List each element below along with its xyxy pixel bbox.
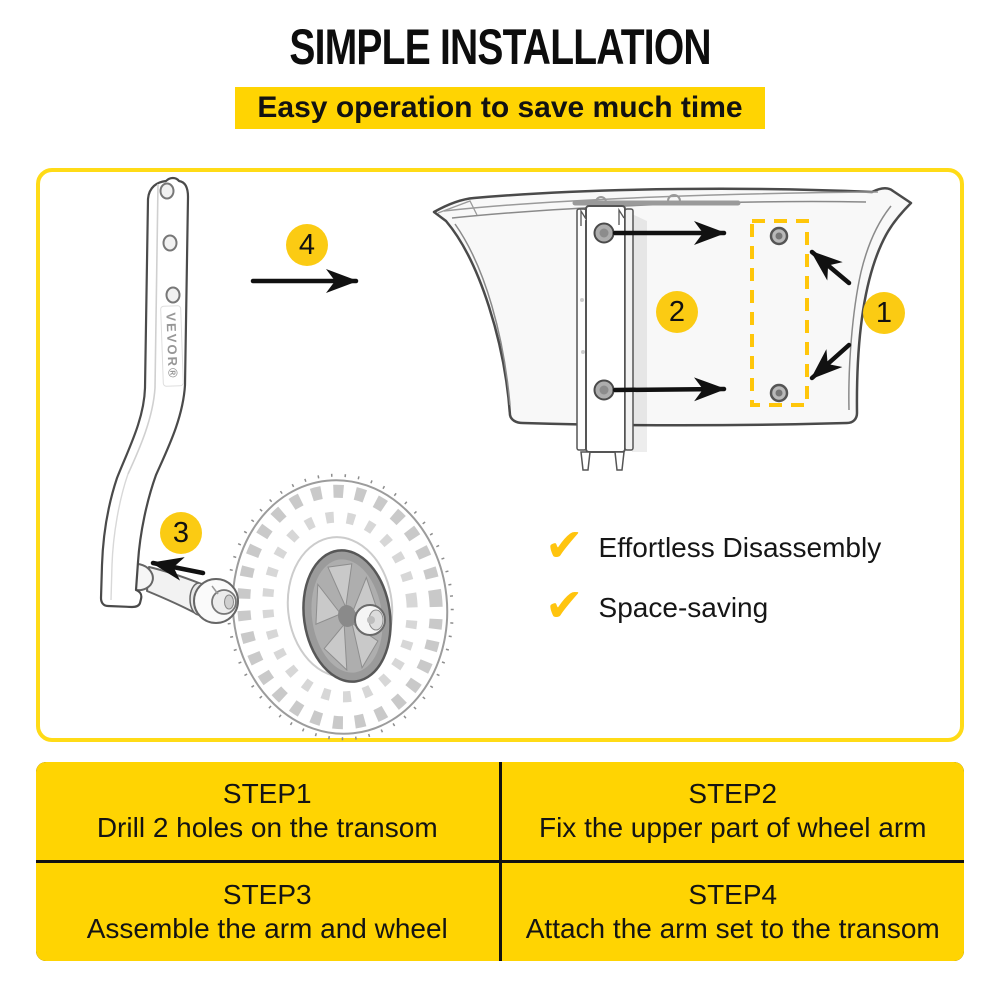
step-cell-4: STEP4 Attach the arm set to the transom xyxy=(501,863,964,961)
step-title: STEP3 xyxy=(222,879,312,910)
check-icon: ✔ xyxy=(545,579,584,631)
step-title: STEP2 xyxy=(688,778,778,809)
feature-label: Space-saving xyxy=(598,592,769,623)
feature-list: ✔ Effortless Disassembly ✔ Space-saving xyxy=(545,522,881,634)
subtitle-banner: Easy operation to save much time xyxy=(235,87,765,129)
badge-step-3: 3 xyxy=(160,512,202,554)
step-description: Attach the arm set to the transom xyxy=(525,913,940,944)
steps-table: STEP1 Drill 2 holes on the transom STEP2… xyxy=(36,762,964,961)
step-title: STEP4 xyxy=(688,879,778,910)
step-description: Fix the upper part of wheel arm xyxy=(538,812,927,843)
step-cell-1: STEP1 Drill 2 holes on the transom xyxy=(36,762,499,860)
step-description: Assemble the arm and wheel xyxy=(86,913,448,944)
step-cell-3: STEP3 Assemble the arm and wheel xyxy=(36,863,499,961)
step-description: Drill 2 holes on the transom xyxy=(96,812,438,843)
step-cell-2: STEP2 Fix the upper part of wheel arm xyxy=(501,762,964,860)
badge-step-2: 2 xyxy=(656,291,698,333)
page-title-text: SIMPLE INSTALLATION xyxy=(289,19,711,75)
page-title: SIMPLE INSTALLATION xyxy=(0,16,1000,78)
badge-step-1: 1 xyxy=(863,292,905,334)
step-title: STEP1 xyxy=(222,778,312,809)
check-icon: ✔ xyxy=(545,519,584,571)
badge-step-4: 4 xyxy=(286,224,328,266)
feature-item: ✔ Effortless Disassembly xyxy=(545,522,881,574)
illustration-panel xyxy=(36,168,964,742)
feature-item: ✔ Space-saving xyxy=(545,582,881,634)
feature-label: Effortless Disassembly xyxy=(598,532,882,563)
